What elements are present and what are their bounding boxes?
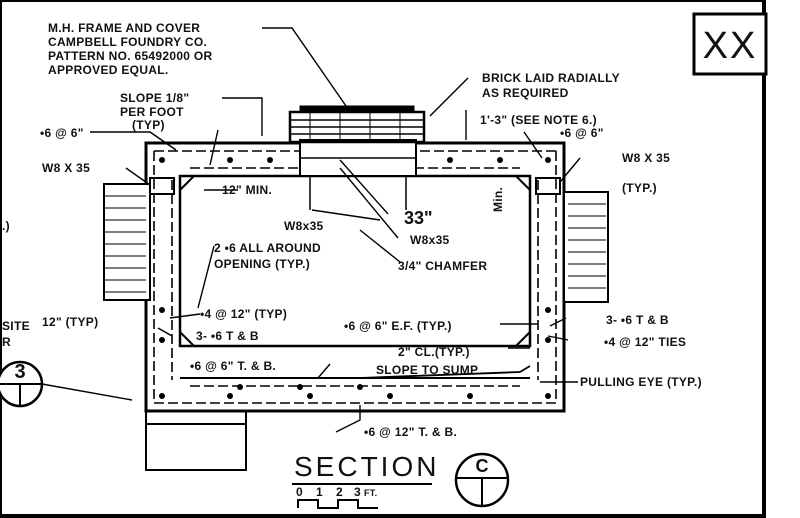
detail-marker: 3: [0, 360, 133, 408]
pipe-left: [103, 183, 151, 301]
callout-slope-top: SLOPE 1/8" PER FOOT (TYP): [120, 91, 189, 132]
callout-mh-frame: M.H. FRAME AND COVER CAMPBELL FOUNDRY CO…: [48, 21, 213, 77]
svg-text:CAMPBELL FOUNDRY CO.: CAMPBELL FOUNDRY CO.: [48, 35, 207, 49]
callout-brick: BRICK LAID RADIALLY AS REQUIRED: [482, 71, 620, 100]
svg-text:1: 1: [316, 485, 323, 499]
callout-bar-4-12: •4 @ 12" (TYP): [200, 307, 287, 321]
callout-dim-33: 33": [404, 208, 433, 228]
callout-bottom-bars: •6 @ 12" T. & B.: [364, 425, 457, 439]
callout-t-b-left: 3- •6 T & B: [196, 329, 259, 343]
callout-typ-12: 12" (TYP): [42, 315, 98, 329]
svg-text:PER FOOT: PER FOOT: [120, 105, 184, 119]
svg-text:2 •6 ALL AROUND: 2 •6 ALL AROUND: [214, 241, 321, 255]
svg-text:(TYP): (TYP): [132, 118, 165, 132]
callout-bar-top-left: •6 @ 6": [40, 126, 84, 140]
svg-text:OPENING (TYP.): OPENING (TYP.): [214, 257, 310, 271]
callout-ties: •4 @ 12" TIES: [604, 335, 686, 349]
callout-typ-right: (TYP.): [622, 181, 657, 195]
svg-text:M.H. FRAME AND COVER: M.H. FRAME AND COVER: [48, 21, 200, 35]
callout-left-fragment-b-2: R: [2, 335, 11, 349]
callout-around-opening: 2 •6 ALL AROUND OPENING (TYP.): [214, 241, 321, 271]
callout-left-fragment-a: .): [2, 219, 10, 233]
callout-ef: •6 @ 6" E.F. (TYP.): [344, 319, 452, 333]
callout-min-vertical: Min.: [491, 187, 505, 212]
section-title-block: SECTION C: [292, 451, 510, 508]
callout-min-12: 12" MIN.: [222, 183, 272, 197]
callout-beam-b: W8x35: [410, 233, 450, 247]
svg-text:FT.: FT.: [364, 488, 377, 498]
callout-slope-sump: SLOPE TO SUMP: [376, 363, 478, 377]
pipe-right: [563, 191, 609, 303]
footing: [145, 411, 247, 471]
leader-lines: [90, 27, 581, 433]
graphic-scale: 0 1 2 3 FT.: [296, 485, 378, 509]
callout-w8-left: W8 X 35: [42, 161, 90, 175]
svg-text:3: 3: [354, 485, 361, 499]
detail-number: 3: [14, 361, 25, 383]
callout-pulling-eye: PULLING EYE (TYP.): [580, 375, 702, 389]
svg-text:PATTERN NO. 65492000 OR: PATTERN NO. 65492000 OR: [48, 49, 213, 63]
sheet-id-box: [692, 12, 768, 76]
beam-right: [535, 177, 561, 195]
callout-bar-top-right: •6 @ 6": [560, 126, 604, 140]
manhole-frame-cover: [288, 105, 426, 144]
callout-w8-right: W8 X 35: [622, 151, 670, 165]
callout-left-fragment-b-1: SITE: [2, 319, 30, 333]
callout-bar-6-tb: •6 @ 6" T. & B.: [190, 359, 276, 373]
callout-chamfer: 3/4" CHAMFER: [398, 259, 487, 273]
svg-text:2: 2: [336, 485, 343, 499]
svg-text:AS REQUIRED: AS REQUIRED: [482, 86, 569, 100]
svg-text:SLOPE 1/8": SLOPE 1/8": [120, 91, 189, 105]
section-title: SECTION: [294, 451, 439, 482]
section-letter: C: [476, 456, 489, 476]
callout-beam-a: W8x35: [284, 219, 324, 233]
svg-text:APPROVED EQUAL.: APPROVED EQUAL.: [48, 63, 169, 77]
svg-text:BRICK LAID RADIALLY: BRICK LAID RADIALLY: [482, 71, 620, 85]
callout-t-b-right: 3- •6 T & B: [606, 313, 669, 327]
callout-see-note: 1'-3" (SEE NOTE 6.): [480, 113, 597, 127]
callout-cl: 2" CL.(TYP.): [398, 345, 470, 359]
svg-text:0: 0: [296, 485, 303, 499]
sheet-id: XX: [703, 25, 758, 67]
